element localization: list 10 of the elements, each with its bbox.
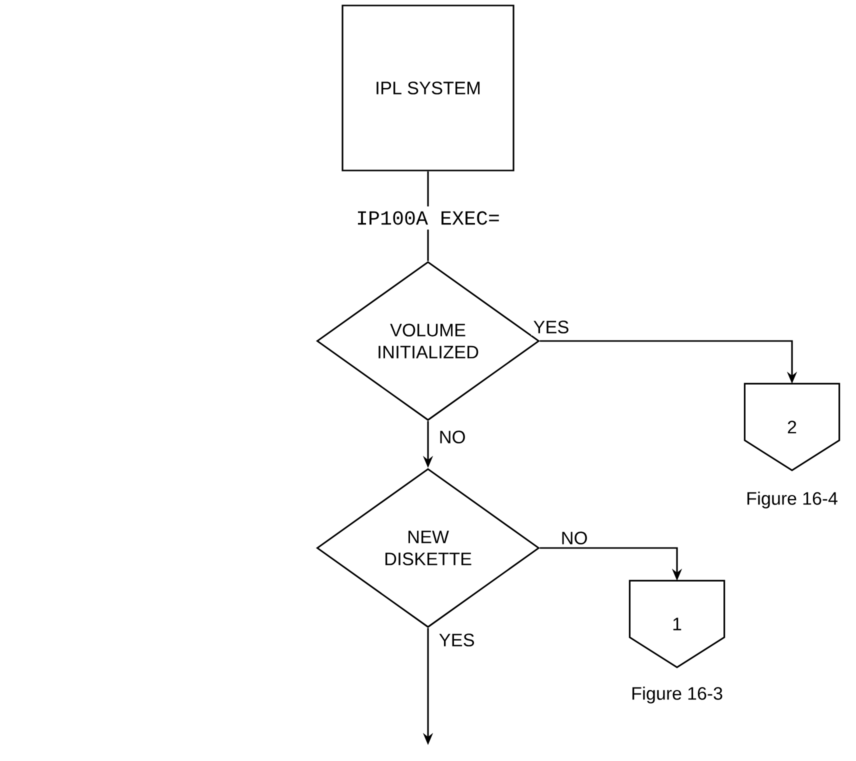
off-page-connector: 1 [628, 580, 726, 668]
code-text: IP100A EXEC= [358, 211, 499, 225]
figure-reference: Figure 16-4 [747, 492, 838, 508]
figure-reference: Figure 16-3 [632, 686, 722, 704]
edge-label: YES [436, 632, 477, 648]
process-box: IPL SYSTEM [342, 4, 514, 172]
edge-label: NO [436, 428, 468, 446]
off-page-connector: 2 [744, 382, 840, 472]
edge-label: NO [558, 530, 590, 546]
edge-label: YES [531, 318, 572, 336]
